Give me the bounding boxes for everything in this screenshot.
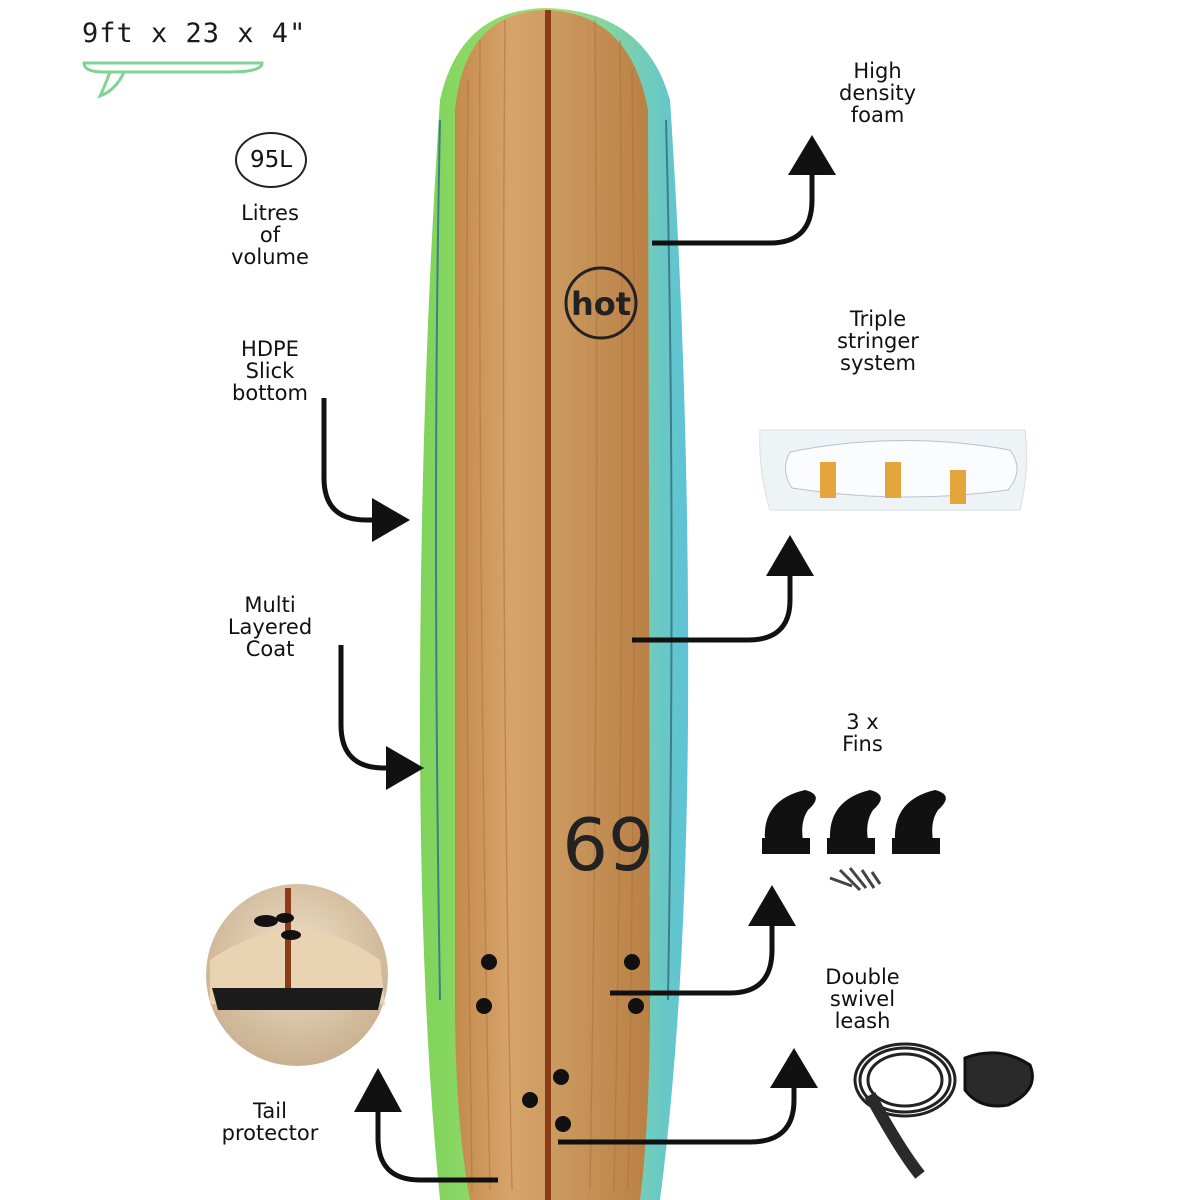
surfboard — [420, 8, 689, 1200]
fins-label: 3 x Fins — [842, 710, 883, 756]
arrow-leash — [558, 1048, 818, 1145]
tail-protector-label: Tail protector — [221, 1099, 319, 1145]
arrow-tail-protector — [354, 1068, 498, 1183]
svg-text:69: 69 — [562, 803, 654, 887]
arrow-high-density-foam — [652, 135, 836, 246]
svg-text:hot: hot — [571, 285, 631, 323]
multi-layered-coat-label: Multi Layered Coat — [227, 593, 313, 661]
arrow-multi-layered-coat — [338, 645, 424, 790]
arrow-triple-stringer — [632, 535, 814, 643]
leash-image — [853, 1042, 1034, 1179]
triple-stringer-label: Triple stringer system — [837, 307, 919, 375]
arrow-fins — [610, 885, 796, 996]
leash-label: Double swivel leash — [825, 965, 900, 1033]
volume-badge: 95L — [235, 132, 307, 188]
high-density-foam-label: High density foam — [839, 59, 916, 127]
fins-image — [762, 790, 946, 854]
69-logo-icon: 69 — [562, 803, 654, 887]
fin-screws-icon — [829, 867, 882, 892]
hot-logo-icon: hot — [564, 266, 638, 340]
stringer-cutaway-image — [759, 429, 1028, 511]
board-dimensions: 9ft x 23 x 4" — [82, 18, 307, 49]
fin-plugs — [476, 954, 644, 1132]
hdpe-bottom-label: HDPE Slick bottom — [232, 337, 308, 405]
tail-protector-image — [206, 884, 388, 1066]
arrow-hdpe-bottom — [321, 398, 410, 542]
volume-label: Litres of volume — [231, 201, 309, 269]
